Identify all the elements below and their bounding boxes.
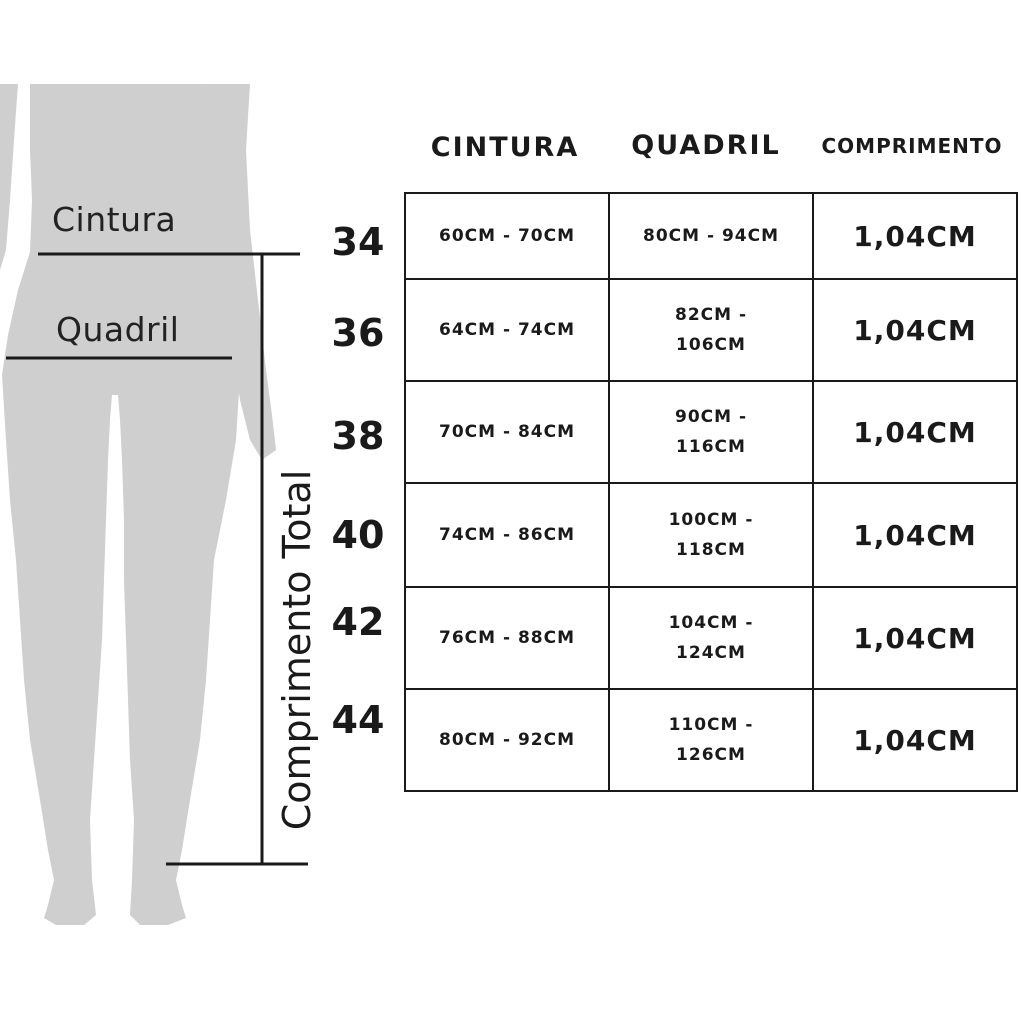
total-length-label: Comprimento Total bbox=[275, 469, 319, 831]
size-label: 42 bbox=[331, 600, 385, 644]
size-label: 44 bbox=[331, 698, 385, 742]
hip-cell: 90CM - 116CM bbox=[608, 380, 814, 484]
waist-cell: 76CM - 88CM bbox=[404, 586, 610, 690]
waist-value: 60CM - 70CM bbox=[439, 226, 575, 246]
length-value: 1,04CM bbox=[853, 723, 977, 757]
length-value: 1,04CM bbox=[853, 313, 977, 347]
right-arm-shape bbox=[205, 84, 276, 460]
size-label: 40 bbox=[331, 513, 385, 557]
length-cell: 1,04CM bbox=[812, 380, 1018, 484]
torso-legs-shape bbox=[2, 84, 240, 925]
length-value: 1,04CM bbox=[853, 219, 977, 253]
length-cell: 1,04CM bbox=[812, 586, 1018, 690]
size-label: 38 bbox=[331, 414, 385, 458]
hip-value: 82CM - 106CM bbox=[674, 305, 748, 355]
waist-label: Cintura bbox=[52, 200, 177, 239]
hip-cell: 110CM - 126CM bbox=[608, 688, 814, 792]
hip-cell: 82CM - 106CM bbox=[608, 278, 814, 382]
waist-cell: 74CM - 86CM bbox=[404, 482, 610, 588]
length-cell: 1,04CM bbox=[812, 688, 1018, 792]
hip-value: 104CM - 124CM bbox=[668, 613, 754, 663]
hip-value: 80CM - 94CM bbox=[643, 226, 779, 246]
waist-value: 76CM - 88CM bbox=[439, 628, 575, 648]
left-arm-shape bbox=[0, 84, 18, 270]
waist-cell: 80CM - 92CM bbox=[404, 688, 610, 792]
size-label: 34 bbox=[331, 220, 385, 264]
waist-value: 70CM - 84CM bbox=[439, 422, 575, 442]
length-value: 1,04CM bbox=[853, 518, 977, 552]
length-value: 1,04CM bbox=[853, 415, 977, 449]
length-cell: 1,04CM bbox=[812, 278, 1018, 382]
length-cell: 1,04CM bbox=[812, 192, 1018, 280]
length-value: 1,04CM bbox=[853, 621, 977, 655]
waist-cell: 64CM - 74CM bbox=[404, 278, 610, 382]
waist-cell: 60CM - 70CM bbox=[404, 192, 610, 280]
hip-label: Quadril bbox=[56, 310, 180, 349]
hip-cell: 104CM - 124CM bbox=[608, 586, 814, 690]
hip-cell: 100CM - 118CM bbox=[608, 482, 814, 588]
length-cell: 1,04CM bbox=[812, 482, 1018, 588]
hip-value: 110CM - 126CM bbox=[668, 715, 754, 765]
waist-value: 80CM - 92CM bbox=[439, 730, 575, 750]
hip-cell: 80CM - 94CM bbox=[608, 192, 814, 280]
hip-value: 100CM - 118CM bbox=[668, 510, 754, 560]
waist-value: 74CM - 86CM bbox=[439, 525, 575, 545]
body-silhouette bbox=[0, 84, 276, 925]
waist-cell: 70CM - 84CM bbox=[404, 380, 610, 484]
hip-value: 90CM - 116CM bbox=[674, 407, 748, 457]
size-label: 36 bbox=[331, 311, 385, 355]
waist-value: 64CM - 74CM bbox=[439, 320, 575, 340]
header-length: COMPRIMENTO bbox=[821, 134, 1003, 158]
header-hip: QUADRIL bbox=[631, 130, 781, 161]
header-waist: CINTURA bbox=[430, 132, 580, 163]
